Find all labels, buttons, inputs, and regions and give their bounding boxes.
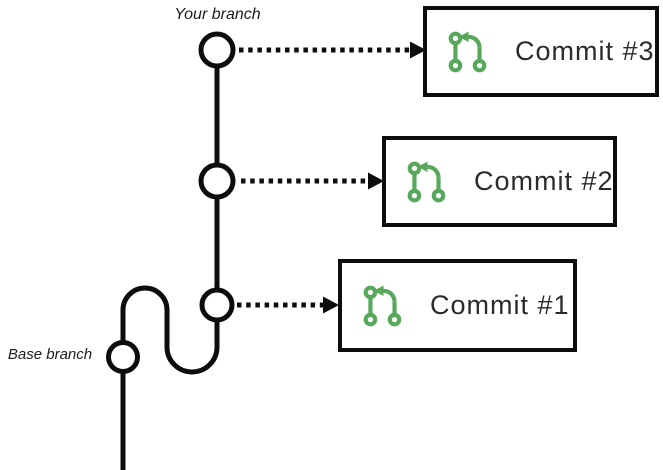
arrow-to-commit-3	[239, 41, 426, 59]
git-compare-icon	[448, 31, 487, 72]
commit-box-2: Commit #2	[382, 136, 617, 227]
base-branch-label: Base branch	[7, 346, 93, 363]
git-compare-icon	[363, 285, 402, 326]
commit-box-1: Commit #1	[338, 259, 577, 352]
your-branch-label: Your branch	[174, 6, 261, 23]
arrowhead-icon	[323, 296, 339, 314]
commit-label: Commit #3	[515, 36, 655, 66]
commit-label: Commit #2	[474, 166, 614, 196]
arrow-to-commit-1	[237, 296, 339, 314]
commit-node-2	[198, 162, 236, 200]
base-branch-curve-line	[120, 285, 220, 470]
commit-label: Commit #1	[430, 290, 570, 320]
commit-box-3: Commit #3	[423, 6, 659, 97]
arrowhead-icon	[410, 41, 426, 59]
arrowhead-icon	[368, 172, 384, 190]
commit-node-1	[199, 287, 235, 323]
arrow-to-commit-2	[241, 172, 384, 190]
base-branch-node	[106, 340, 140, 374]
commit-node-3	[198, 31, 236, 69]
git-compare-icon	[407, 161, 446, 202]
